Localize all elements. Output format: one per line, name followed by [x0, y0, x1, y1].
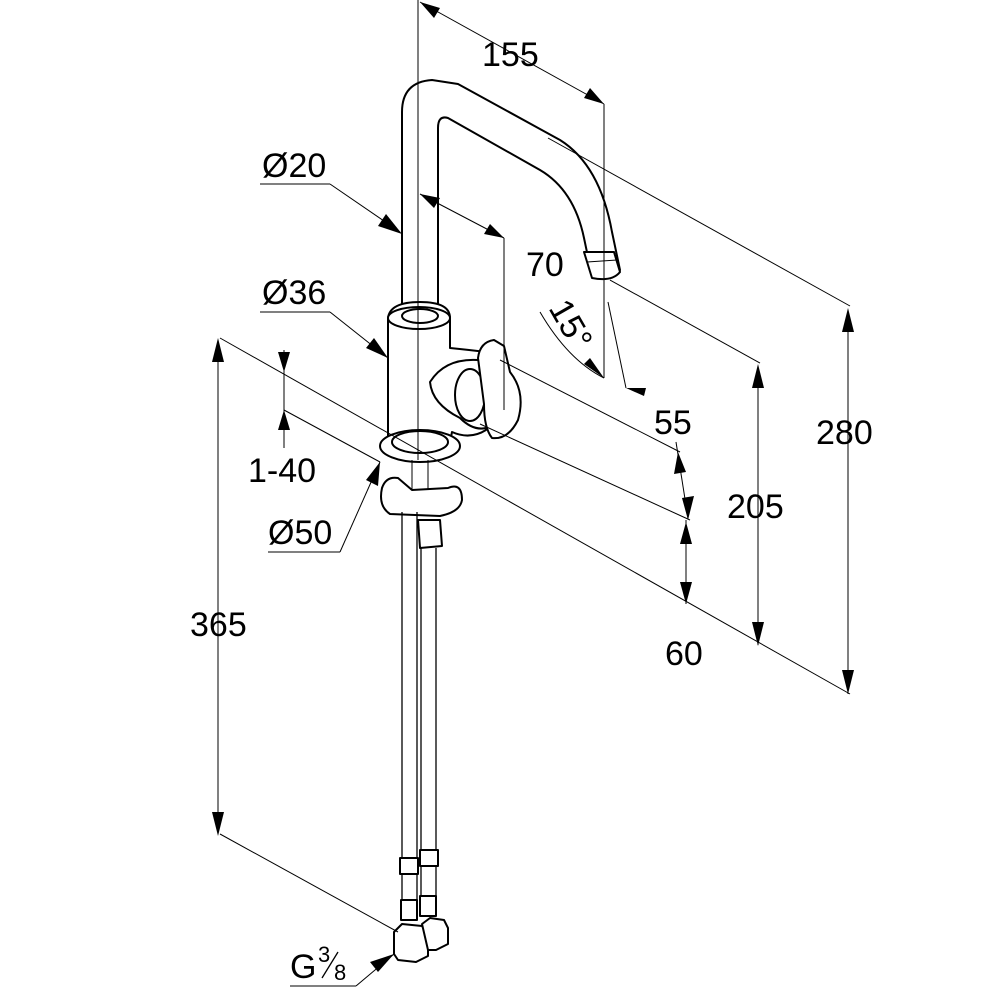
label-hose-length: 365 [190, 606, 247, 644]
dimension-labels: 155 Ø20 70 Ø36 15° 55 280 205 60 1-40 Ø5… [190, 36, 873, 986]
thread-prefix: G [290, 948, 316, 986]
label-countertop-thickness: 1-40 [248, 452, 316, 490]
label-body-diameter: Ø36 [262, 274, 326, 312]
thread-denominator: 8 [334, 960, 346, 985]
connection-nut-2 [421, 917, 449, 951]
label-lever-height: 60 [665, 635, 703, 673]
lever-handle [477, 339, 522, 440]
label-spout-diameter: Ø20 [262, 147, 326, 185]
label-connection-thread: G 3 8 [290, 942, 346, 986]
thread-numerator: 3 [318, 942, 330, 967]
label-base-diameter: Ø50 [268, 514, 332, 552]
faucet [379, 79, 621, 963]
label-total-height: 280 [816, 414, 873, 452]
supply-hoses [399, 512, 439, 921]
label-spout-reach: 155 [482, 36, 539, 74]
connection-nut-1 [393, 923, 429, 963]
hex-nut [417, 519, 443, 549]
label-spout-height-offset: 55 [654, 404, 692, 442]
label-outlet-height: 205 [727, 488, 784, 526]
spout-tip [583, 251, 621, 281]
mounting-bracket [380, 476, 463, 517]
label-swivel-angle: 15° [541, 293, 600, 357]
dimension-lines [212, 0, 854, 987]
label-lever-offset: 70 [526, 246, 564, 284]
